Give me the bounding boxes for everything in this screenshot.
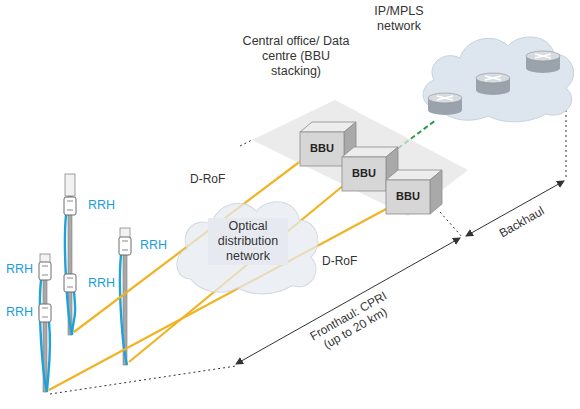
dimension-label: Fronthaul: CPRI (up to 20 km) (300, 284, 405, 360)
rrh-label: RRH (88, 276, 115, 291)
fibre-links (49, 160, 388, 390)
network-cloud-outline (418, 28, 578, 120)
rrh-label: RRH (140, 238, 167, 253)
dimension-label: Backhaul (497, 204, 547, 241)
unit-label: BBU (342, 157, 386, 191)
rrh-label: RRH (88, 198, 115, 213)
link-label: D-RoF (190, 172, 225, 186)
antenna-towers (39, 174, 131, 392)
node-label: Central office/ Data centre (BBU stackin… (240, 34, 352, 79)
unit-label: BBU (386, 180, 430, 214)
node-label: IP/MPLS network (366, 4, 432, 34)
rrh-label: RRH (6, 305, 33, 320)
central-office-platform: Central office/ Data centre (BBU stackin… (240, 32, 470, 218)
optical-network-cloud: Optical distribution network (172, 192, 322, 292)
bbu-unit: BBU (386, 170, 442, 214)
node-label: Optical distribution network (208, 218, 288, 265)
dimension-lines (50, 110, 566, 394)
network-cloud: IP/MPLS network (418, 28, 578, 120)
unit-label: BBU (300, 132, 344, 166)
link-label: D-RoF (322, 254, 357, 268)
rrh-label: RRH (6, 262, 33, 277)
